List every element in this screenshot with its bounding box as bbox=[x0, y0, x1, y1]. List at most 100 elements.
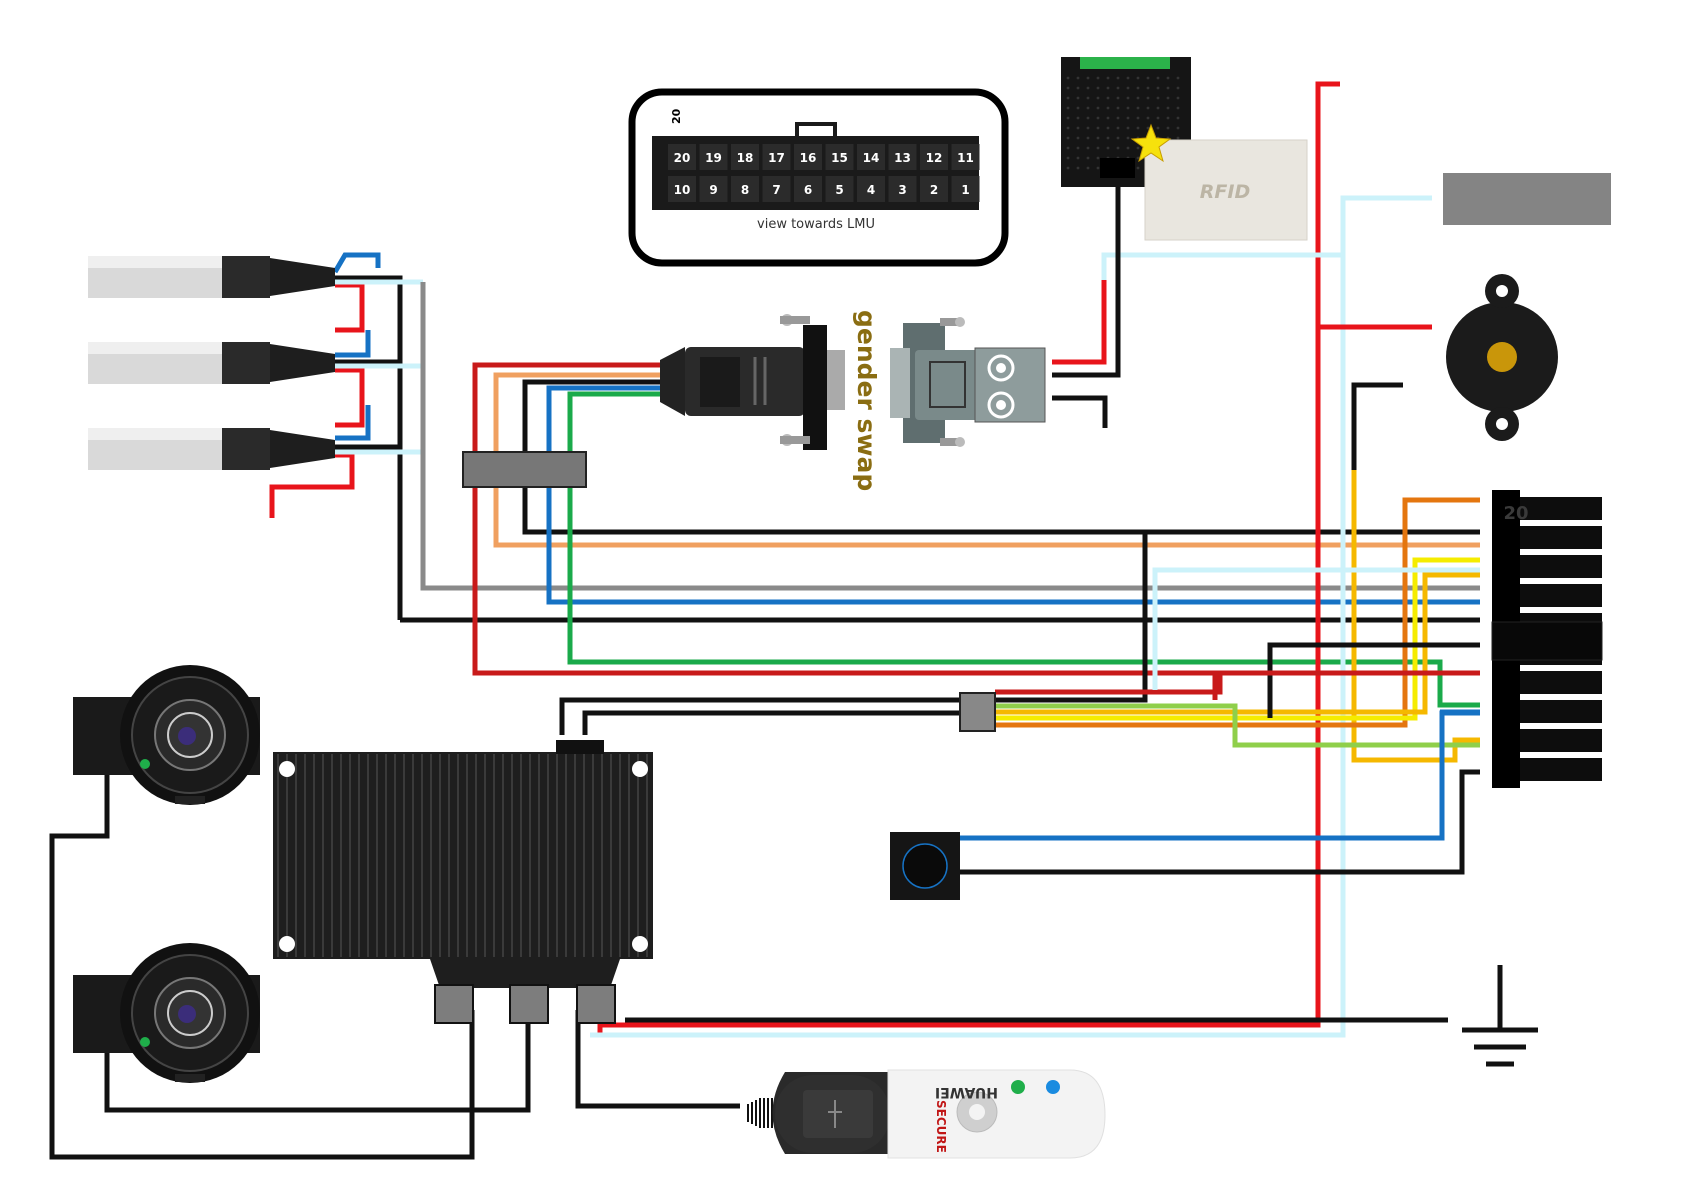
wire-rfid-black bbox=[1052, 185, 1118, 375]
rfid-board-dot bbox=[1177, 97, 1180, 100]
green-led-icon bbox=[1011, 1080, 1025, 1094]
rfid-board-dot bbox=[1067, 97, 1070, 100]
rfid-board-dot bbox=[1107, 117, 1110, 120]
rfid-board-dot bbox=[1097, 167, 1100, 170]
rfid-board-dot bbox=[1147, 87, 1150, 90]
connector-pin-label: 3 bbox=[898, 183, 906, 197]
rfid-board-dot bbox=[1167, 97, 1170, 100]
rfid-board-dot bbox=[1087, 127, 1090, 130]
wire-box-black-1 bbox=[562, 700, 960, 735]
rfid-board-dot bbox=[1137, 97, 1140, 100]
wire-xlr-blue-1 bbox=[335, 255, 378, 272]
connector-pin-label: 2 bbox=[930, 183, 938, 197]
connector-pin-label: 15 bbox=[831, 151, 848, 165]
rfid-board-dot bbox=[1067, 137, 1070, 140]
rfid-board-dot bbox=[1097, 137, 1100, 140]
push-button[interactable] bbox=[890, 832, 960, 900]
rfid-board-dot bbox=[1127, 97, 1130, 100]
rfid-board-dot bbox=[1067, 87, 1070, 90]
rfid-board-dot bbox=[1157, 117, 1160, 120]
connector-pin-label: 18 bbox=[737, 151, 754, 165]
connector-pin-label: 6 bbox=[804, 183, 812, 197]
rfid-board-dot bbox=[1097, 107, 1100, 110]
xlr-connector-3[interactable] bbox=[88, 428, 335, 470]
rfid-label: RFID bbox=[1200, 181, 1250, 203]
rfid-board-dot bbox=[1077, 97, 1080, 100]
rfid-board-dot bbox=[1177, 87, 1180, 90]
serial-connector-black[interactable] bbox=[660, 314, 845, 450]
rfid-board-dot bbox=[1127, 117, 1130, 120]
wire-rfid-red bbox=[1052, 280, 1104, 362]
rfid-board-dot bbox=[1067, 117, 1070, 120]
rfid-board-dot bbox=[1177, 127, 1180, 130]
rfid-reader[interactable]: RFID bbox=[1061, 57, 1307, 240]
usb-stick[interactable]: SECURE HUAWEI bbox=[748, 1070, 1105, 1158]
camera-1[interactable] bbox=[73, 665, 260, 805]
camera-2[interactable] bbox=[73, 943, 260, 1083]
connector-pin-label: 12 bbox=[926, 151, 943, 165]
rfid-board-dot bbox=[1117, 137, 1120, 140]
rfid-board-dot bbox=[1107, 137, 1110, 140]
terminal-pin bbox=[1520, 555, 1602, 578]
rfid-board-dot bbox=[1167, 77, 1170, 80]
gender-swap-label: gender swap bbox=[852, 310, 881, 491]
rfid-board-dot bbox=[1107, 127, 1110, 130]
rfid-board-dot bbox=[1167, 127, 1170, 130]
xlr-connector-2[interactable] bbox=[88, 342, 335, 384]
rfid-board-dot bbox=[1117, 117, 1120, 120]
rfid-board-dot bbox=[1117, 87, 1120, 90]
rfid-board-dot bbox=[1117, 147, 1120, 150]
rfid-board-dot bbox=[1167, 107, 1170, 110]
connector-pin-label: 20 bbox=[674, 151, 691, 165]
connector-pin-label: 16 bbox=[800, 151, 817, 165]
terminal-block[interactable]: 20 bbox=[1492, 490, 1602, 788]
rfid-board-dot bbox=[1107, 87, 1110, 90]
rfid-board-dot bbox=[1097, 117, 1100, 120]
rfid-board-dot bbox=[1137, 107, 1140, 110]
main-unit-heatsink bbox=[273, 740, 653, 1023]
rfid-board-dot bbox=[1087, 157, 1090, 160]
connector-corner-label: 20 bbox=[670, 108, 683, 124]
serial-connector-gray[interactable] bbox=[890, 317, 1045, 447]
connector-pin-label: 19 bbox=[705, 151, 722, 165]
rfid-board-dot bbox=[1137, 147, 1140, 150]
rfid-board-dot bbox=[1137, 157, 1140, 160]
rfid-board-dot bbox=[1177, 137, 1180, 140]
rfid-board-dot bbox=[1087, 97, 1090, 100]
display-module bbox=[1443, 173, 1611, 225]
connector-pin-label: 8 bbox=[741, 183, 749, 197]
usb-badge: SECURE bbox=[934, 1100, 948, 1153]
connector-pin-label: 13 bbox=[894, 151, 911, 165]
connector-pin-label: 17 bbox=[768, 151, 785, 165]
terminal-pin bbox=[1520, 671, 1602, 694]
xlr-connector-1[interactable] bbox=[88, 256, 335, 298]
rfid-board-dot bbox=[1097, 87, 1100, 90]
splice-block-left bbox=[463, 452, 586, 487]
rfid-board-dot bbox=[1157, 127, 1160, 130]
rfid-board-dot bbox=[1107, 107, 1110, 110]
connector-pin-label: 9 bbox=[709, 183, 717, 197]
rfid-board-dot bbox=[1127, 87, 1130, 90]
rfid-board-dot bbox=[1167, 87, 1170, 90]
rfid-board-dot bbox=[1127, 147, 1130, 150]
rfid-board-dot bbox=[1067, 167, 1070, 170]
rfid-board-dot bbox=[1147, 77, 1150, 80]
connector-pin-label: 10 bbox=[674, 183, 691, 197]
rfid-board-dot bbox=[1137, 127, 1140, 130]
rfid-board-dot bbox=[1157, 77, 1160, 80]
rfid-board-dot bbox=[1077, 117, 1080, 120]
rfid-board-dot bbox=[1177, 107, 1180, 110]
rfid-board-dot bbox=[1077, 157, 1080, 160]
rfid-board-dot bbox=[1087, 137, 1090, 140]
connector-pin-label: 14 bbox=[863, 151, 880, 165]
rfid-board-dot bbox=[1087, 107, 1090, 110]
rfid-board-dot bbox=[1067, 127, 1070, 130]
rfid-board-dot bbox=[1097, 127, 1100, 130]
rfid-board-dot bbox=[1137, 77, 1140, 80]
rfid-board-dot bbox=[1077, 77, 1080, 80]
connector-caption: view towards LMU bbox=[757, 217, 875, 232]
rfid-board-dot bbox=[1077, 87, 1080, 90]
terminal-pin bbox=[1520, 700, 1602, 723]
terminal-pin bbox=[1520, 584, 1602, 607]
